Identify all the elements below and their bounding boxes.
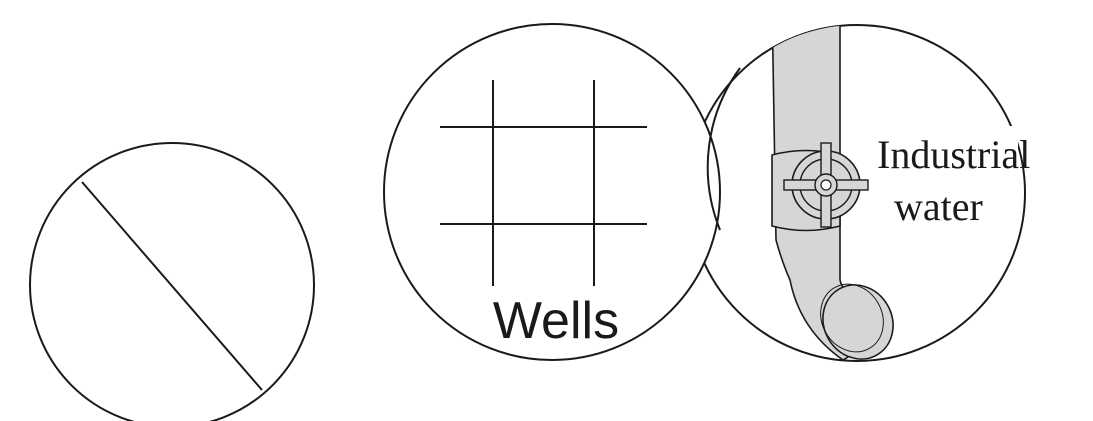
industrial-water-label: Industrial [877,132,1030,177]
prohibition-circle [30,143,314,421]
industrial-water-label-line2: water [894,184,983,229]
wells-label: Wells [493,292,619,350]
prohibition-symbol [30,143,314,421]
industrial-water-panel: Industrial water [689,0,1030,372]
wells-panel: Wells [384,24,720,360]
